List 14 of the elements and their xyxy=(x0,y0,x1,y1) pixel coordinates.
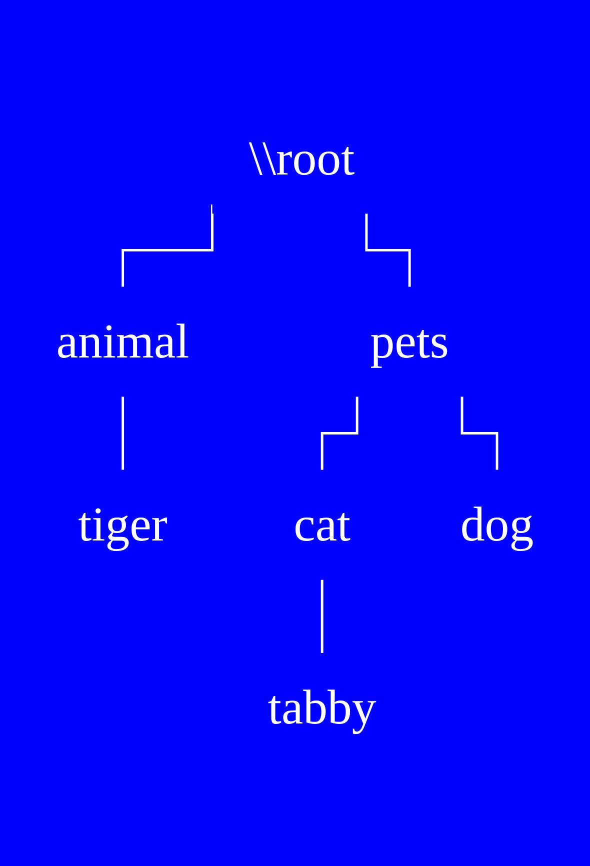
connector xyxy=(460,396,498,471)
connector xyxy=(122,204,214,288)
connector xyxy=(122,396,124,471)
node-text: dog xyxy=(460,496,534,552)
node-text: cat xyxy=(294,496,351,552)
node-text: animal xyxy=(56,313,190,368)
tree-diagram: \\root animal tiger pets cat tabby dog xyxy=(10,94,580,772)
node-text: tiger xyxy=(78,496,168,552)
node-text: tabby xyxy=(268,680,376,734)
node-text: pets xyxy=(370,313,449,368)
connector xyxy=(320,396,358,471)
connector xyxy=(365,213,411,288)
connector xyxy=(320,579,324,654)
node-text: \\root xyxy=(248,130,355,186)
